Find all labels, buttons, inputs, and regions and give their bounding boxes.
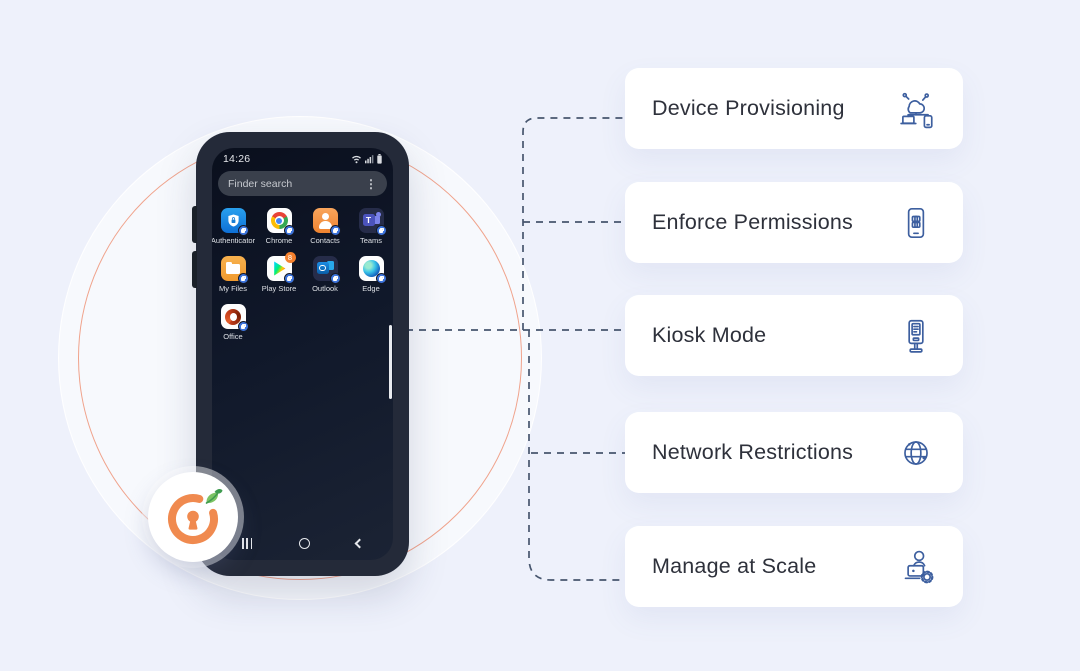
card-device-provisioning[interactable]: Device Provisioning [625,68,963,149]
phone-screen: 14:26 Finder search ⋮ Authenticator [212,148,393,560]
app-authenticator[interactable]: Authenticator [212,208,256,245]
card-title: Enforce Permissions [652,210,853,234]
search-placeholder: Finder search [228,177,293,190]
app-edge[interactable]: Edge [348,256,393,293]
clock: 14:26 [223,153,251,165]
app-contacts[interactable]: Contacts [302,208,348,245]
card-title: Manage at Scale [652,554,817,578]
app-label: Edge [362,284,380,293]
app-label: Outlook [312,284,338,293]
authenticator-app-icon [220,208,249,236]
wifi-icon [352,155,361,164]
kiosk-terminal-icon [908,319,924,353]
card-manage-at-scale[interactable]: Manage at Scale [625,526,963,607]
app-label: Chrome [265,236,293,245]
office-app-icon [220,304,249,332]
back-button-icon[interactable] [354,538,365,548]
edge-app-icon [358,256,387,284]
app-teams[interactable]: T Teams [348,208,393,245]
card-title: Network Restrictions [652,440,854,464]
contacts-app-icon [312,208,341,236]
app-label: Contacts [310,236,340,245]
chrome-app-icon [266,208,295,236]
status-icons [351,154,382,164]
phone-grid-icon [907,207,925,238]
phone-mockup: 14:26 Finder search ⋮ Authenticator [192,132,409,576]
work-profile-badge [375,273,387,284]
recents-button-icon[interactable] [242,537,253,549]
app-office[interactable]: Office [212,304,256,341]
card-network-restrictions[interactable]: Network Restrictions [625,412,963,493]
card-title: Device Provisioning [652,96,845,120]
kebab-menu-icon[interactable]: ⋮ [365,176,377,191]
status-bar: 14:26 [212,148,393,170]
work-profile-badge [283,273,295,284]
card-title: Kiosk Mode [652,323,767,347]
screen-scrollbar[interactable] [389,325,392,399]
volume-up-button[interactable] [192,206,197,243]
app-play-store[interactable]: 8 Play Store [256,252,302,293]
work-profile-badge [329,225,341,236]
work-profile-badge [237,273,249,284]
card-kiosk-mode[interactable]: Kiosk Mode [625,295,963,376]
battery-icon [377,154,382,164]
work-profile-badge [329,273,341,284]
card-enforce-permissions[interactable]: Enforce Permissions [625,182,963,263]
notification-badge: 8 [284,252,296,263]
globe-icon [904,440,928,465]
outlook-app-icon [312,256,341,284]
my-files-app-icon [220,256,249,284]
play-store-app-icon: 8 [266,252,296,284]
work-profile-badge [237,225,249,236]
finder-search-bar[interactable]: Finder search ⋮ [218,171,387,196]
app-label: Play Store [261,284,297,293]
app-chrome[interactable]: Chrome [256,208,302,245]
app-label: Office [223,332,243,341]
work-profile-badge [237,321,249,332]
home-button-icon[interactable] [298,537,310,549]
app-outlook[interactable]: Outlook [302,256,348,293]
android-nav-bar [212,532,393,554]
app-label: Teams [359,236,383,245]
volume-down-button[interactable] [192,251,197,288]
work-profile-badge [283,225,295,236]
teams-app-icon: T [358,208,387,236]
signal-icon [365,155,374,164]
app-label: My Files [219,284,247,293]
brand-logo-badge [148,472,238,562]
app-my-files[interactable]: My Files [212,256,256,293]
work-profile-badge [375,225,387,236]
keyhole-orange-logo-icon [168,489,223,544]
cloud-devices-icon [900,92,933,128]
admin-laptop-gear-icon [904,550,934,583]
app-label: Authenticator [212,236,256,245]
